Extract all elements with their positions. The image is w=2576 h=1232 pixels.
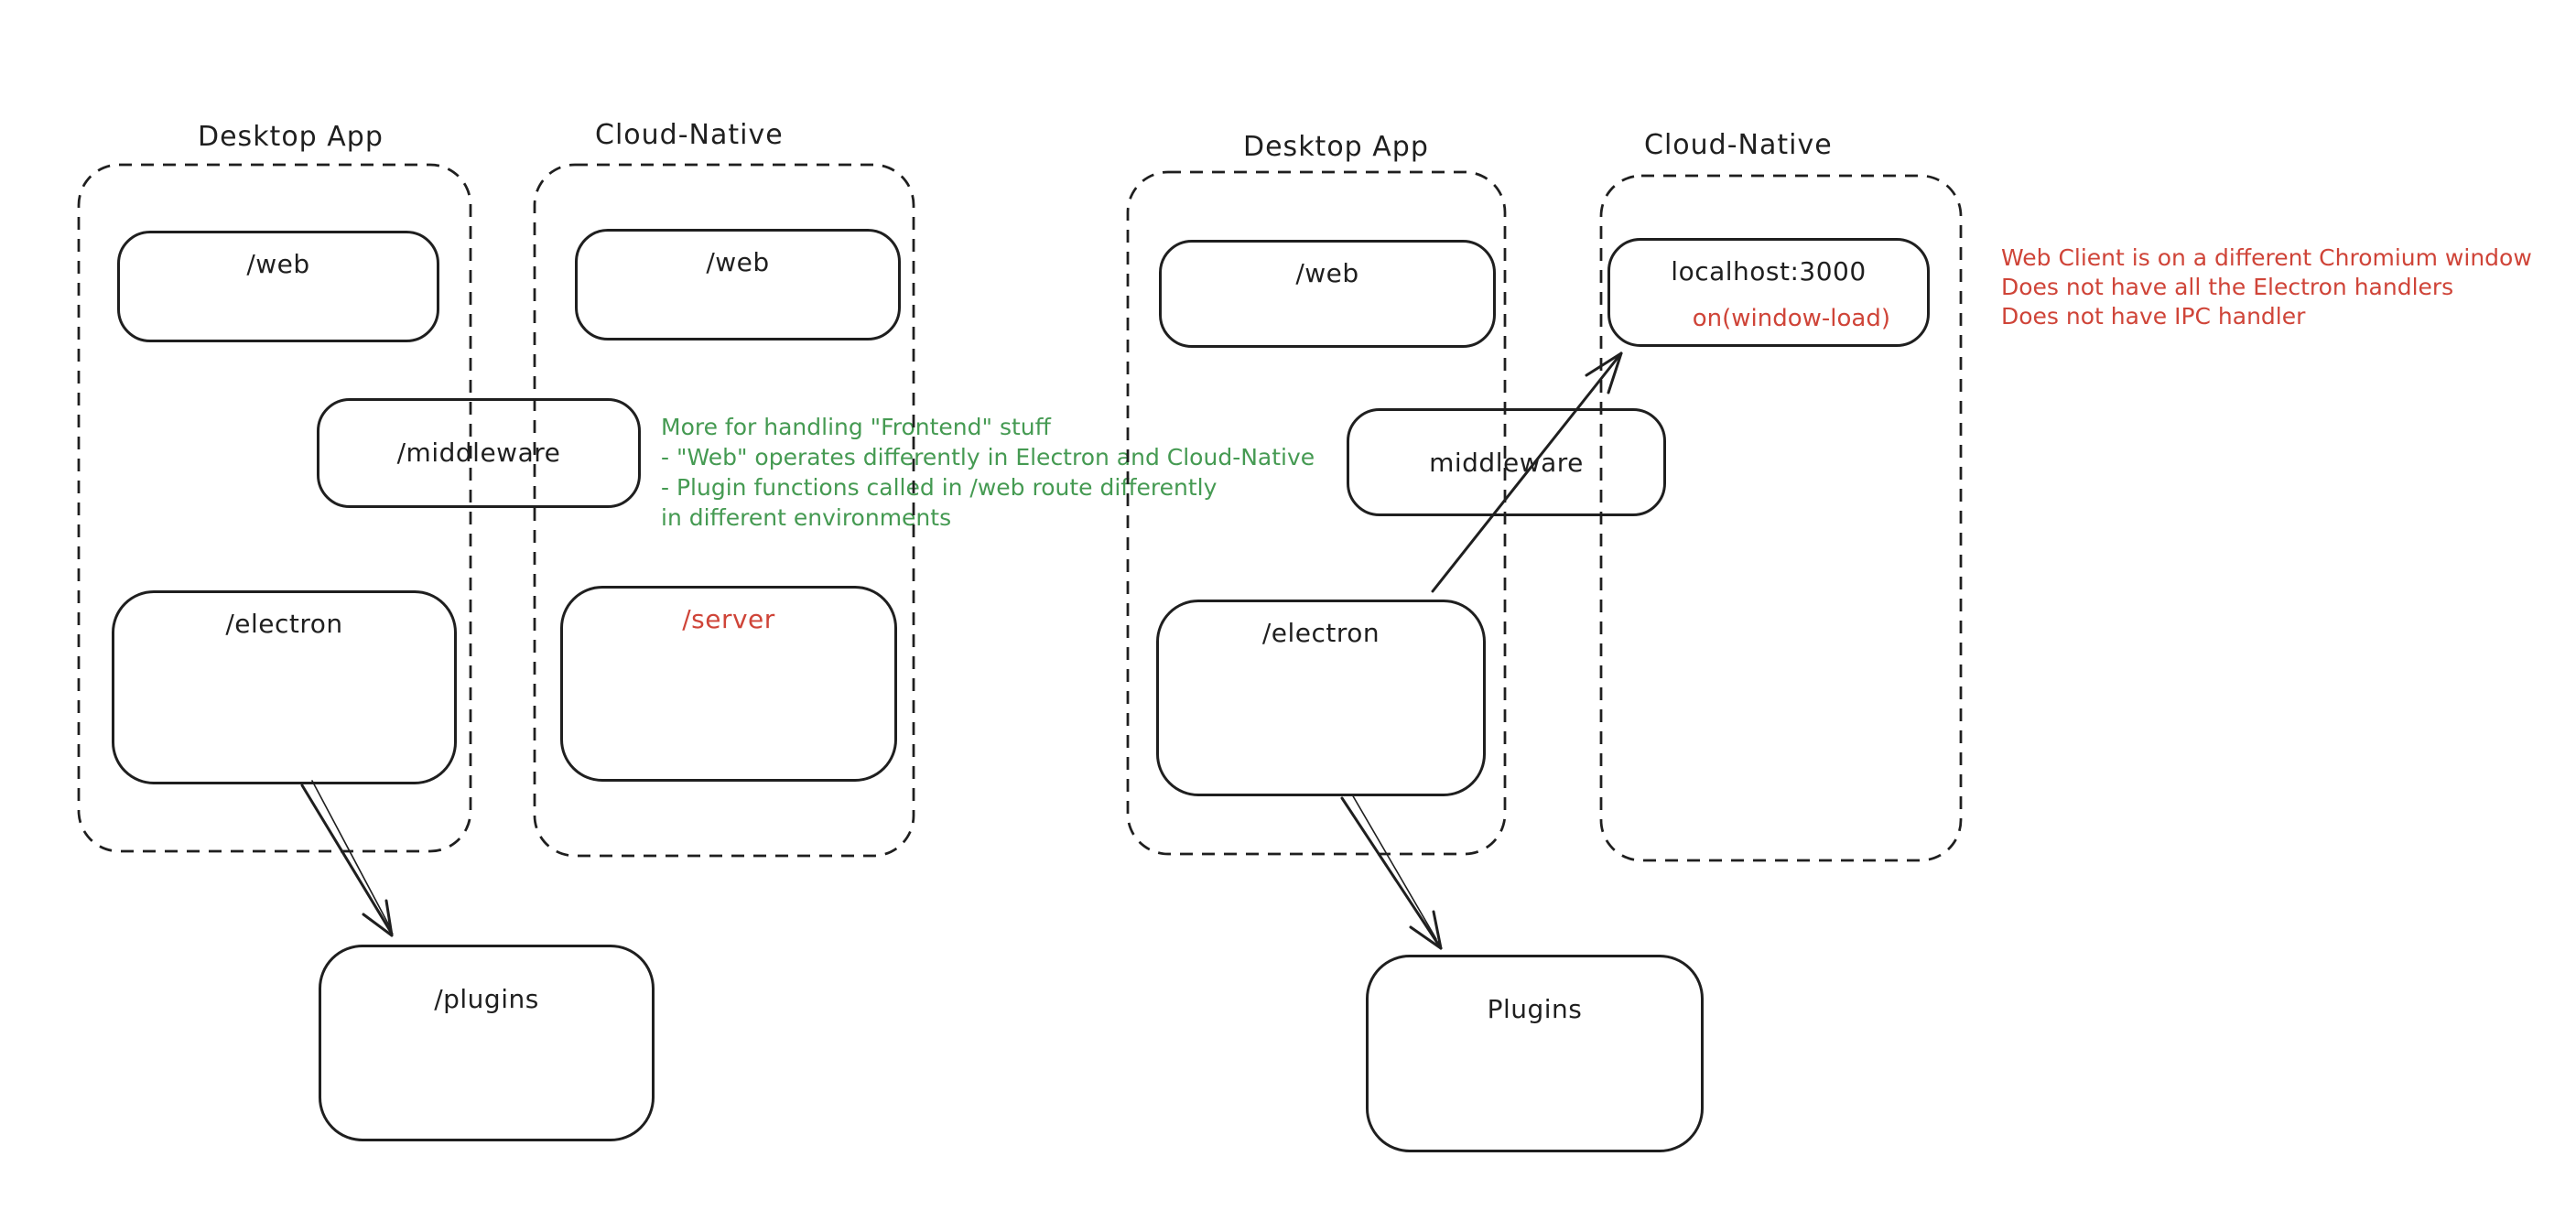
box-middleware-left[interactable]: /middleware	[317, 398, 641, 508]
box-sublabel-window-load: on(window-load)	[1692, 305, 1890, 332]
box-label: /middleware	[396, 438, 561, 468]
box-web-desktop-right[interactable]: /web	[1159, 240, 1496, 348]
note-line: Does not have IPC handler	[2001, 303, 2306, 330]
arrow-electron-to-plugins-left[interactable]	[300, 780, 394, 937]
box-web-cloud-left[interactable]: /web	[575, 229, 901, 340]
arrow-electron-to-plugins-right[interactable]	[1340, 794, 1443, 950]
note-frontend-handling: More for handling "Frontend" stuff - "We…	[661, 412, 1315, 533]
section-title-desktop-right: Desktop App	[1243, 131, 1429, 163]
box-electron-left[interactable]: /electron	[112, 590, 457, 784]
box-web-desktop-left[interactable]: /web	[117, 231, 439, 342]
note-line: More for handling "Frontend" stuff	[661, 414, 1051, 440]
note-web-client: Web Client is on a different Chromium wi…	[2001, 243, 2532, 331]
box-label: /web	[1295, 258, 1359, 288]
box-label: localhost:3000	[1671, 256, 1867, 286]
note-line: - Plugin functions called in /web route …	[661, 474, 1218, 501]
box-label: /electron	[225, 609, 343, 639]
box-plugins-right[interactable]: Plugins	[1366, 955, 1704, 1152]
section-title-cloud-left: Cloud-Native	[595, 119, 784, 151]
note-line: Does not have all the Electron handlers	[2001, 274, 2454, 300]
note-line: in different environments	[661, 504, 952, 531]
note-line: Web Client is on a different Chromium wi…	[2001, 244, 2532, 271]
box-electron-right[interactable]: /electron	[1156, 600, 1486, 796]
section-title-desktop-left: Desktop App	[198, 121, 384, 153]
box-label: /server	[682, 604, 775, 634]
box-label: /electron	[1261, 618, 1380, 648]
box-label: middleware	[1429, 448, 1584, 478]
section-title-cloud-right: Cloud-Native	[1644, 129, 1833, 161]
note-line: - "Web" operates differently in Electron…	[661, 444, 1315, 470]
box-plugins-left[interactable]: /plugins	[319, 945, 655, 1141]
box-label: Plugins	[1487, 994, 1583, 1024]
box-localhost[interactable]: localhost:3000 on(window-load)	[1607, 238, 1930, 347]
box-label: /plugins	[434, 984, 539, 1014]
box-server-left[interactable]: /server	[560, 586, 897, 782]
box-label: /web	[706, 247, 770, 277]
box-middleware-right[interactable]: middleware	[1347, 408, 1666, 516]
box-label: /web	[246, 249, 310, 279]
